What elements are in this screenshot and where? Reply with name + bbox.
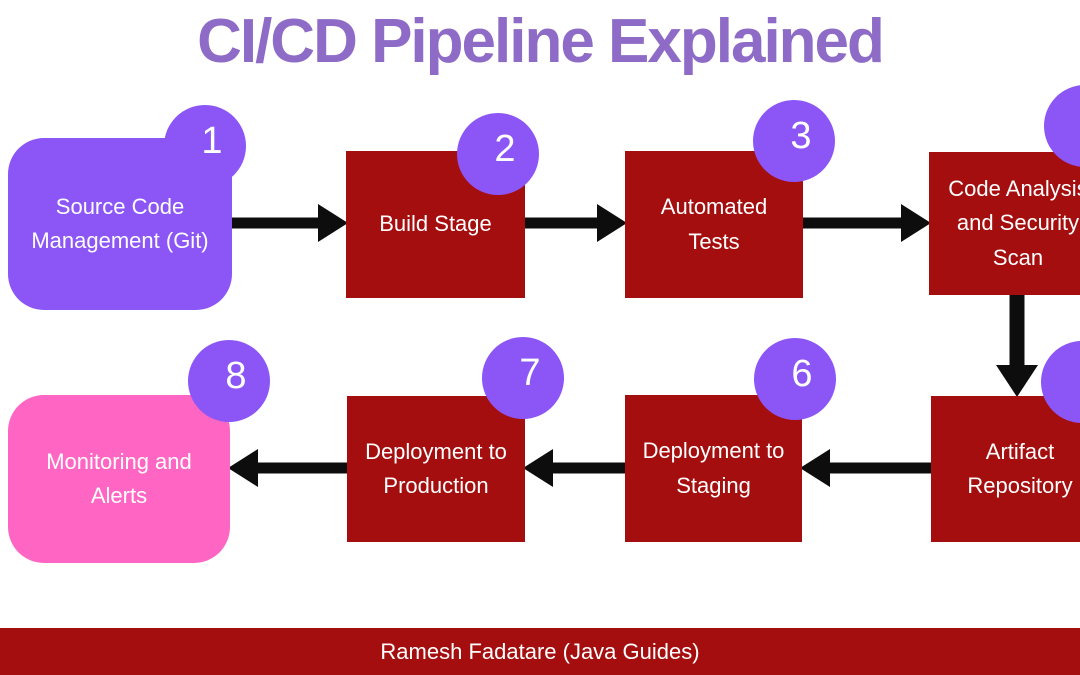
step-number: 5 xyxy=(1078,356,1080,399)
footer-bar: Ramesh Fadatare (Java Guides) xyxy=(0,628,1080,675)
step-label: Artifact Repository xyxy=(967,438,1073,498)
step-label: Deployment to Staging xyxy=(642,438,785,498)
step-number: 1 xyxy=(201,119,223,162)
step-label: Monitoring and Alerts xyxy=(46,448,192,508)
arrow-right-icon xyxy=(523,201,627,245)
step-label: Build Stage xyxy=(379,211,492,237)
step-label: Automated Tests xyxy=(660,194,768,254)
arrow-right-icon xyxy=(230,201,348,245)
step-number-badge-2: 2 xyxy=(457,113,539,195)
step-box-deployment-staging: Deployment to Staging xyxy=(625,395,802,542)
arrow-left-icon xyxy=(523,446,627,490)
step-box-deployment-production: Deployment to Production xyxy=(347,396,525,542)
step-number-badge-1: 1 xyxy=(164,105,246,187)
step-number-badge-8: 8 xyxy=(188,340,270,422)
arrow-left-icon xyxy=(800,446,933,490)
step-number: 2 xyxy=(494,127,516,170)
step-number: 3 xyxy=(790,114,812,157)
step-number-badge-6: 6 xyxy=(754,338,836,420)
footer-text: Ramesh Fadatare (Java Guides) xyxy=(380,638,700,664)
step-box-monitoring-alerts: Monitoring and Alerts xyxy=(8,395,230,563)
step-number: 6 xyxy=(791,352,813,395)
step-number-badge-7: 7 xyxy=(482,337,564,419)
step-label: Deployment to Production xyxy=(365,438,507,498)
step-number: 8 xyxy=(225,354,247,397)
page-title: CI/CD Pipeline Explained xyxy=(197,7,885,76)
arrow-down-icon xyxy=(993,293,1041,397)
step-label: Code Analysis and Security Scan xyxy=(948,176,1080,270)
step-number: 7 xyxy=(519,351,541,394)
step-box-code-analysis-security-scan: Code Analysis and Security Scan xyxy=(929,152,1080,295)
step-number-badge-3: 3 xyxy=(753,100,835,182)
arrow-left-icon xyxy=(228,446,349,490)
step-box-artifact-repository: Artifact Repository xyxy=(931,396,1080,542)
step-box-automated-tests: Automated Tests xyxy=(625,151,803,298)
arrow-right-icon xyxy=(801,201,931,245)
step-label: Source Code Management (Git) xyxy=(31,193,209,253)
